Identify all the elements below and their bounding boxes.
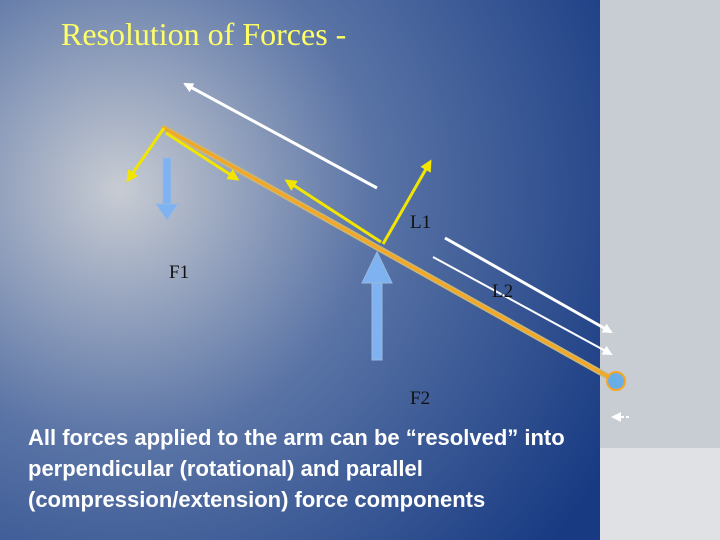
right-parallel-arrow — [284, 179, 382, 244]
l1-arrow — [444, 236, 613, 334]
label-f2: F2 — [410, 388, 431, 409]
left-parallel-arrow — [165, 131, 240, 181]
l1-upper-arrow — [183, 82, 378, 190]
left-perpendicular-arrow — [126, 127, 166, 183]
right-perpendicular-arrow — [381, 159, 432, 245]
joint-circle — [606, 371, 626, 391]
l2-arrow — [432, 256, 613, 355]
label-l1: L1 — [410, 212, 432, 233]
slide-caption: All forces applied to the arm can be “re… — [28, 425, 565, 512]
f1-force-arrow — [155, 157, 179, 221]
f2-force-arrow — [361, 250, 393, 361]
label-l2: L2 — [492, 281, 514, 302]
label-f1: F1 — [169, 262, 190, 283]
slide-title: Resolution of Forces - — [61, 16, 347, 52]
white-bottom-strip — [600, 448, 720, 540]
